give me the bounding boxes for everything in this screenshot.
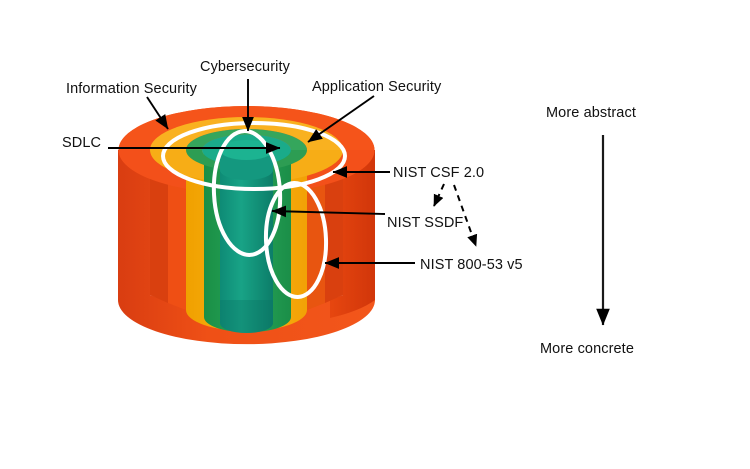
label-more-concrete: More concrete bbox=[540, 341, 634, 357]
label-nist-80053: NIST 800-53 v5 bbox=[420, 257, 523, 273]
label-nist-ssdf: NIST SSDF bbox=[387, 215, 464, 231]
label-cybersecurity: Cybersecurity bbox=[200, 59, 290, 75]
flow-csf-to-ssdf bbox=[433, 183, 445, 207]
layered-cylinder-graphic bbox=[118, 106, 375, 345]
ellipse-horizontal-scope bbox=[161, 121, 347, 191]
leader-application-security bbox=[307, 95, 375, 143]
ellipse-vertical-right-scope bbox=[263, 181, 329, 299]
label-information-security: Information Security bbox=[66, 81, 197, 97]
leader-information-security bbox=[146, 96, 169, 130]
leader-nist-ssdf bbox=[271, 205, 386, 218]
label-nist-csf: NIST CSF 2.0 bbox=[393, 165, 485, 181]
label-more-abstract: More abstract bbox=[546, 105, 636, 121]
leader-lines bbox=[108, 79, 415, 269]
label-application-security: Application Security bbox=[312, 79, 442, 95]
framework-flow-arrows bbox=[433, 183, 478, 247]
label-sdlc: SDLC bbox=[62, 135, 102, 151]
